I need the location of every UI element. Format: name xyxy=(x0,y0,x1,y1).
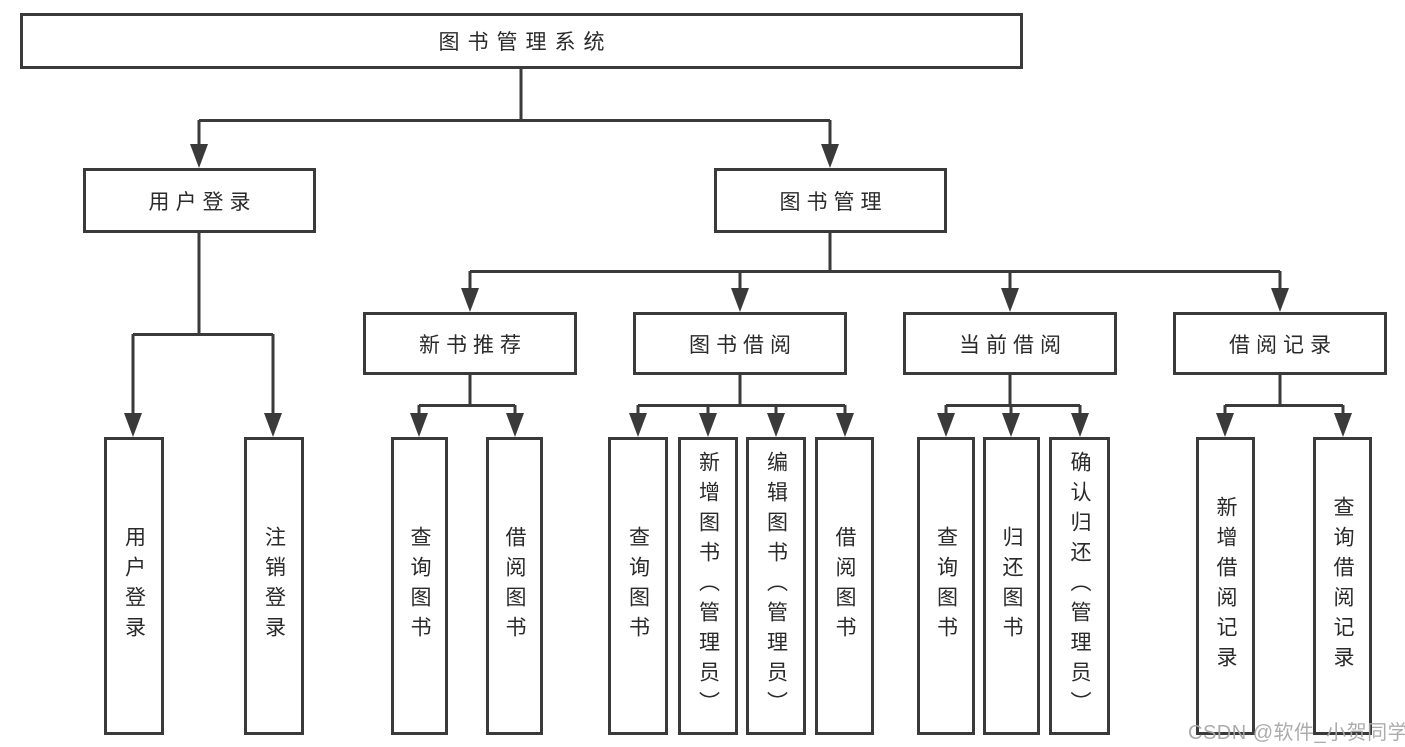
leaf-confirm-return-admin: 确认归还（管理员） xyxy=(1049,437,1110,735)
node-user-login: 用户登录 xyxy=(83,168,316,233)
arrow-down-icon xyxy=(731,288,749,312)
leaf-borrow-books-2: 借阅图书 xyxy=(815,437,874,735)
arrowheads xyxy=(124,144,1352,437)
leaf-query-borrow-record-label: 查询借阅记录 xyxy=(1331,496,1355,676)
leaf-return-books-label: 归还图书 xyxy=(1000,526,1024,646)
arrow-down-icon xyxy=(1001,288,1019,312)
node-user-login-label: 用户登录 xyxy=(148,190,257,214)
node-book-management: 图书管理 xyxy=(714,168,947,233)
node-book-borrowing-label: 图书借阅 xyxy=(689,333,797,357)
arrow-down-icon xyxy=(1216,413,1234,437)
node-new-book-recommend: 新书推荐 xyxy=(363,312,577,375)
node-borrowing-records: 借阅记录 xyxy=(1173,312,1387,375)
arrow-down-icon xyxy=(836,413,854,437)
arrow-down-icon xyxy=(767,413,785,437)
leaf-add-books-admin: 新增图书（管理员） xyxy=(678,437,738,735)
leaf-return-books: 归还图书 xyxy=(983,437,1040,735)
leaf-user-login-label: 用户登录 xyxy=(122,526,146,646)
node-borrowing-records-label: 借阅记录 xyxy=(1229,333,1337,357)
leaf-edit-books-admin-label: 编辑图书（管理员） xyxy=(764,451,788,721)
arrow-down-icon xyxy=(264,413,282,437)
arrow-down-icon xyxy=(821,144,839,168)
leaf-query-books-1: 查询图书 xyxy=(391,437,448,735)
node-new-book-recommend-label: 新书推荐 xyxy=(419,333,527,357)
arrow-down-icon xyxy=(937,413,955,437)
leaf-borrow-books-1: 借阅图书 xyxy=(486,437,543,735)
node-current-borrowing: 当前借阅 xyxy=(903,312,1117,375)
leaf-edit-books-admin: 编辑图书（管理员） xyxy=(746,437,806,735)
arrow-down-icon xyxy=(410,413,428,437)
arrow-down-icon xyxy=(1334,413,1352,437)
leaf-query-books-1-label: 查询图书 xyxy=(408,526,432,646)
leaf-confirm-return-admin-label: 确认归还（管理员） xyxy=(1068,451,1092,721)
leaf-add-borrow-record-label: 新增借阅记录 xyxy=(1214,496,1238,676)
node-library-system: 图书管理系统 xyxy=(20,13,1023,69)
arrow-down-icon xyxy=(461,288,479,312)
leaf-query-books-3: 查询图书 xyxy=(917,437,975,735)
connector-stems xyxy=(131,67,1345,417)
leaf-add-books-admin-label: 新增图书（管理员） xyxy=(696,451,720,721)
arrow-down-icon xyxy=(1071,413,1089,437)
arrow-down-icon xyxy=(629,413,647,437)
leaf-query-borrow-record: 查询借阅记录 xyxy=(1313,437,1372,735)
leaf-borrow-books-2-label: 借阅图书 xyxy=(833,526,857,646)
leaf-logout-login-label: 注销登录 xyxy=(262,526,286,646)
leaf-borrow-books-1-label: 借阅图书 xyxy=(503,526,527,646)
arrow-down-icon xyxy=(506,413,524,437)
leaf-query-books-2: 查询图书 xyxy=(608,437,668,735)
arrow-down-icon xyxy=(1271,288,1289,312)
arrow-down-icon xyxy=(190,144,208,168)
leaf-query-books-2-label: 查询图书 xyxy=(626,526,650,646)
arrow-down-icon xyxy=(1002,413,1020,437)
node-book-management-label: 图书管理 xyxy=(779,190,888,214)
leaf-add-borrow-record: 新增借阅记录 xyxy=(1196,437,1255,735)
arrow-down-icon xyxy=(699,413,717,437)
node-library-system-label: 图书管理系统 xyxy=(438,31,613,54)
csdn-watermark: CSDN @软件_小贺同学 xyxy=(1188,722,1405,744)
node-current-borrowing-label: 当前借阅 xyxy=(959,333,1067,357)
node-book-borrowing: 图书借阅 xyxy=(633,312,847,375)
leaf-logout-login: 注销登录 xyxy=(244,437,304,735)
leaf-user-login: 用户登录 xyxy=(104,437,164,735)
arrow-down-icon xyxy=(124,413,142,437)
leaf-query-books-3-label: 查询图书 xyxy=(934,526,958,646)
